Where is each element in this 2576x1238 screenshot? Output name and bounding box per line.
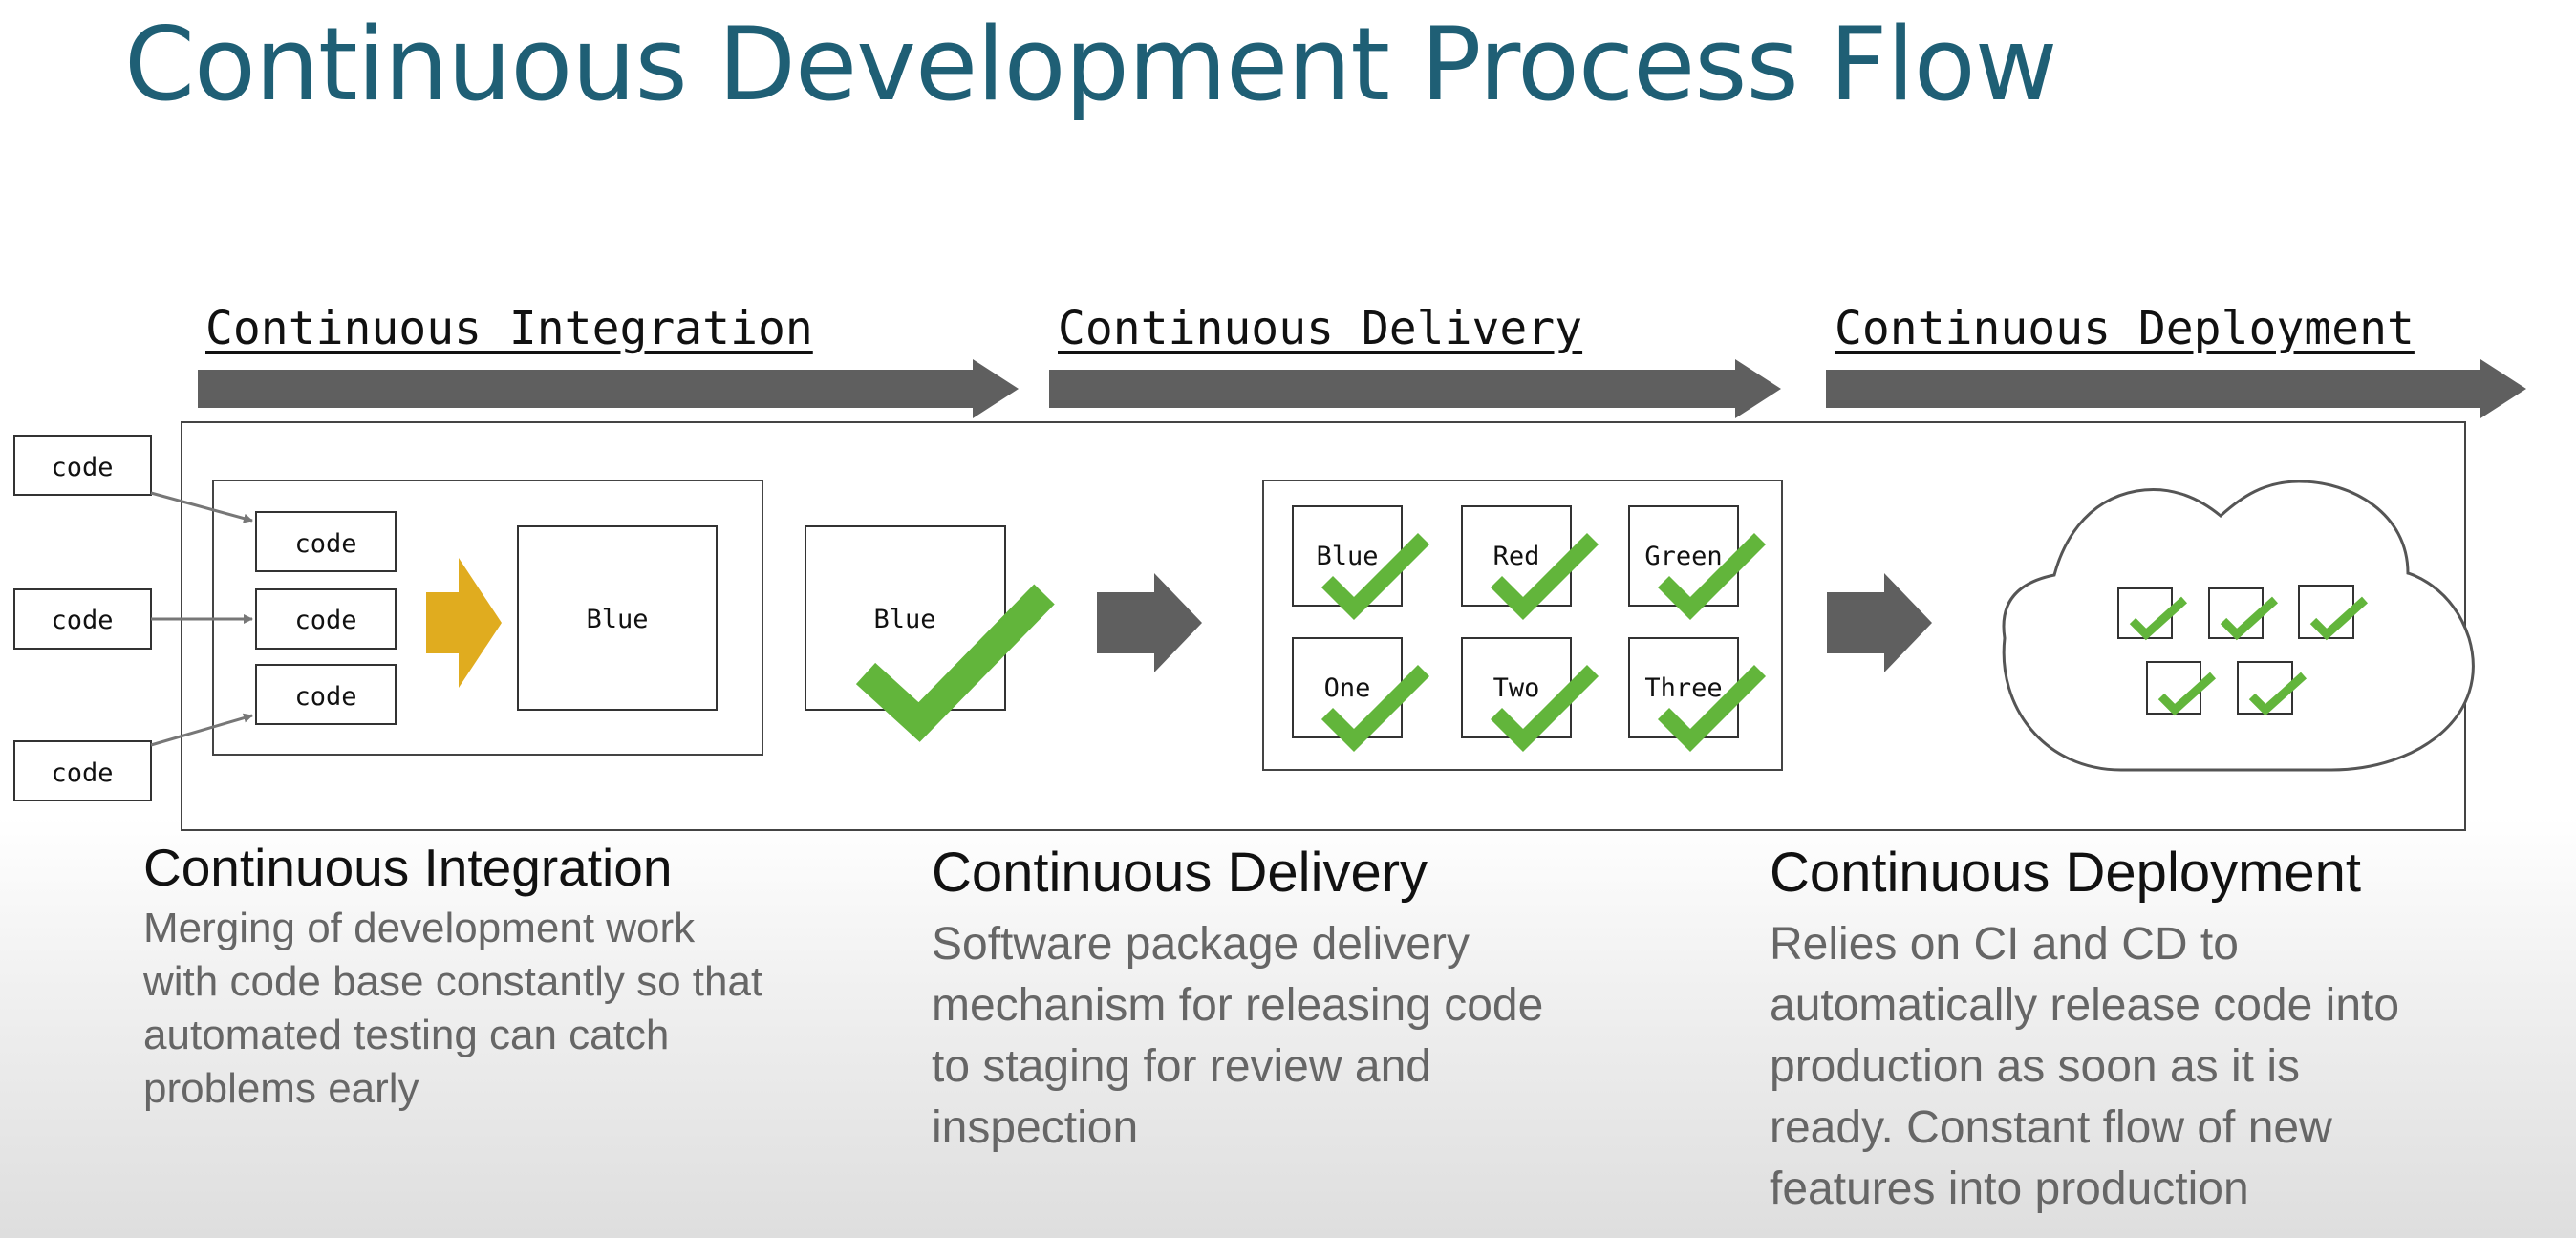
deployment-description-line: automatically release code into: [1770, 980, 2400, 1031]
check-icon: [1320, 532, 1430, 621]
check-icon: [1490, 664, 1599, 753]
phase-arrow-integration: [198, 359, 1019, 418]
cd-description: Software package delivery mechanism for …: [932, 914, 1543, 1159]
deployment-description-line: features into production: [1770, 1163, 2249, 1214]
ci-description-line: Merging of development work: [143, 905, 696, 951]
cd-heading: Continuous Delivery: [932, 842, 1428, 904]
phase-arrow-deployment: [1826, 359, 2526, 418]
merge-arrow-icon: [426, 558, 502, 688]
verified-build-label: Blue: [873, 605, 935, 634]
ci-description-line: automated testing can catch: [143, 1012, 670, 1058]
source-code-box: code: [13, 588, 152, 650]
merge-connector: [150, 491, 253, 523]
phase-label-integration: Continuous Integration: [205, 302, 813, 355]
cd-description-line: to staging for review and: [932, 1041, 1431, 1092]
check-icon: [2248, 672, 2308, 716]
queue-code-label: code: [294, 682, 356, 712]
deployment-description-line: production as soon as it is: [1770, 1041, 2300, 1092]
phase-arrow-delivery: [1049, 359, 1781, 418]
delivery-cell-label: Three: [1644, 673, 1722, 703]
build-box: Blue: [517, 525, 718, 711]
deployed-package: [2237, 661, 2308, 716]
deployment-description: Relies on CI and CD to automatically rel…: [1770, 914, 2399, 1220]
cd-description-line: inspection: [932, 1102, 1139, 1153]
queue-code-label: code: [294, 529, 356, 559]
check-icon: [2157, 672, 2217, 716]
build-label: Blue: [586, 605, 648, 634]
check-icon: [1657, 532, 1767, 621]
merge-connector: [150, 713, 253, 747]
delivery-cell-label: Red: [1493, 542, 1540, 571]
delivery-cell-label: Green: [1644, 542, 1722, 571]
ci-heading: Continuous Integration: [143, 838, 673, 897]
phase-label-deployment: Continuous Deployment: [1835, 302, 2415, 355]
deployed-package: [2298, 585, 2369, 641]
deployed-package: [2146, 661, 2217, 716]
deployment-description-line: ready. Constant flow of new: [1770, 1102, 2332, 1153]
source-code-label: code: [51, 758, 113, 788]
phase-label-delivery: Continuous Delivery: [1058, 302, 1583, 355]
queue-code-box: code: [255, 588, 397, 650]
deployment-heading: Continuous Deployment: [1770, 842, 2362, 904]
check-icon: [1320, 664, 1430, 753]
check-icon: [2309, 596, 2369, 641]
ci-description: Merging of development work with code ba…: [143, 902, 762, 1116]
ci-description-line: problems early: [143, 1065, 419, 1112]
arrow-right-icon: [1097, 573, 1202, 672]
delivery-cell: Three: [1628, 637, 1767, 753]
verified-build-box: Blue: [805, 525, 1055, 742]
deployment-description-line: Relies on CI and CD to: [1770, 919, 2239, 970]
deployed-package: [2208, 587, 2279, 641]
source-code-box: code: [13, 740, 152, 801]
delivery-cell: Green: [1628, 505, 1767, 621]
arrow-right-icon: [1827, 573, 1932, 672]
check-icon: [2129, 596, 2188, 641]
check-icon: [2220, 596, 2279, 641]
queue-code-box: code: [255, 511, 397, 572]
source-code-box: code: [13, 435, 152, 496]
check-icon: [1490, 532, 1599, 621]
delivery-cell-label: One: [1324, 673, 1371, 703]
check-icon: [855, 584, 1055, 742]
delivery-cell-label: Two: [1493, 673, 1540, 703]
source-code-label: code: [51, 453, 113, 482]
source-code-label: code: [51, 606, 113, 635]
delivery-cell: Red: [1461, 505, 1599, 621]
ci-description-line: with code base constantly so that: [143, 958, 763, 1005]
delivery-cell-label: Blue: [1316, 542, 1378, 571]
cd-description-line: Software package delivery: [932, 919, 1470, 970]
delivery-cell: Blue: [1292, 505, 1430, 621]
delivery-cell: Two: [1461, 637, 1599, 753]
queue-code-label: code: [294, 606, 356, 635]
deployed-package: [2117, 587, 2188, 641]
page-title: Continuous Development Process Flow: [124, 6, 2057, 123]
delivery-cell: One: [1292, 637, 1430, 753]
cd-description-line: mechanism for releasing code: [932, 980, 1544, 1031]
queue-code-box: code: [255, 664, 397, 725]
check-icon: [1657, 664, 1767, 753]
